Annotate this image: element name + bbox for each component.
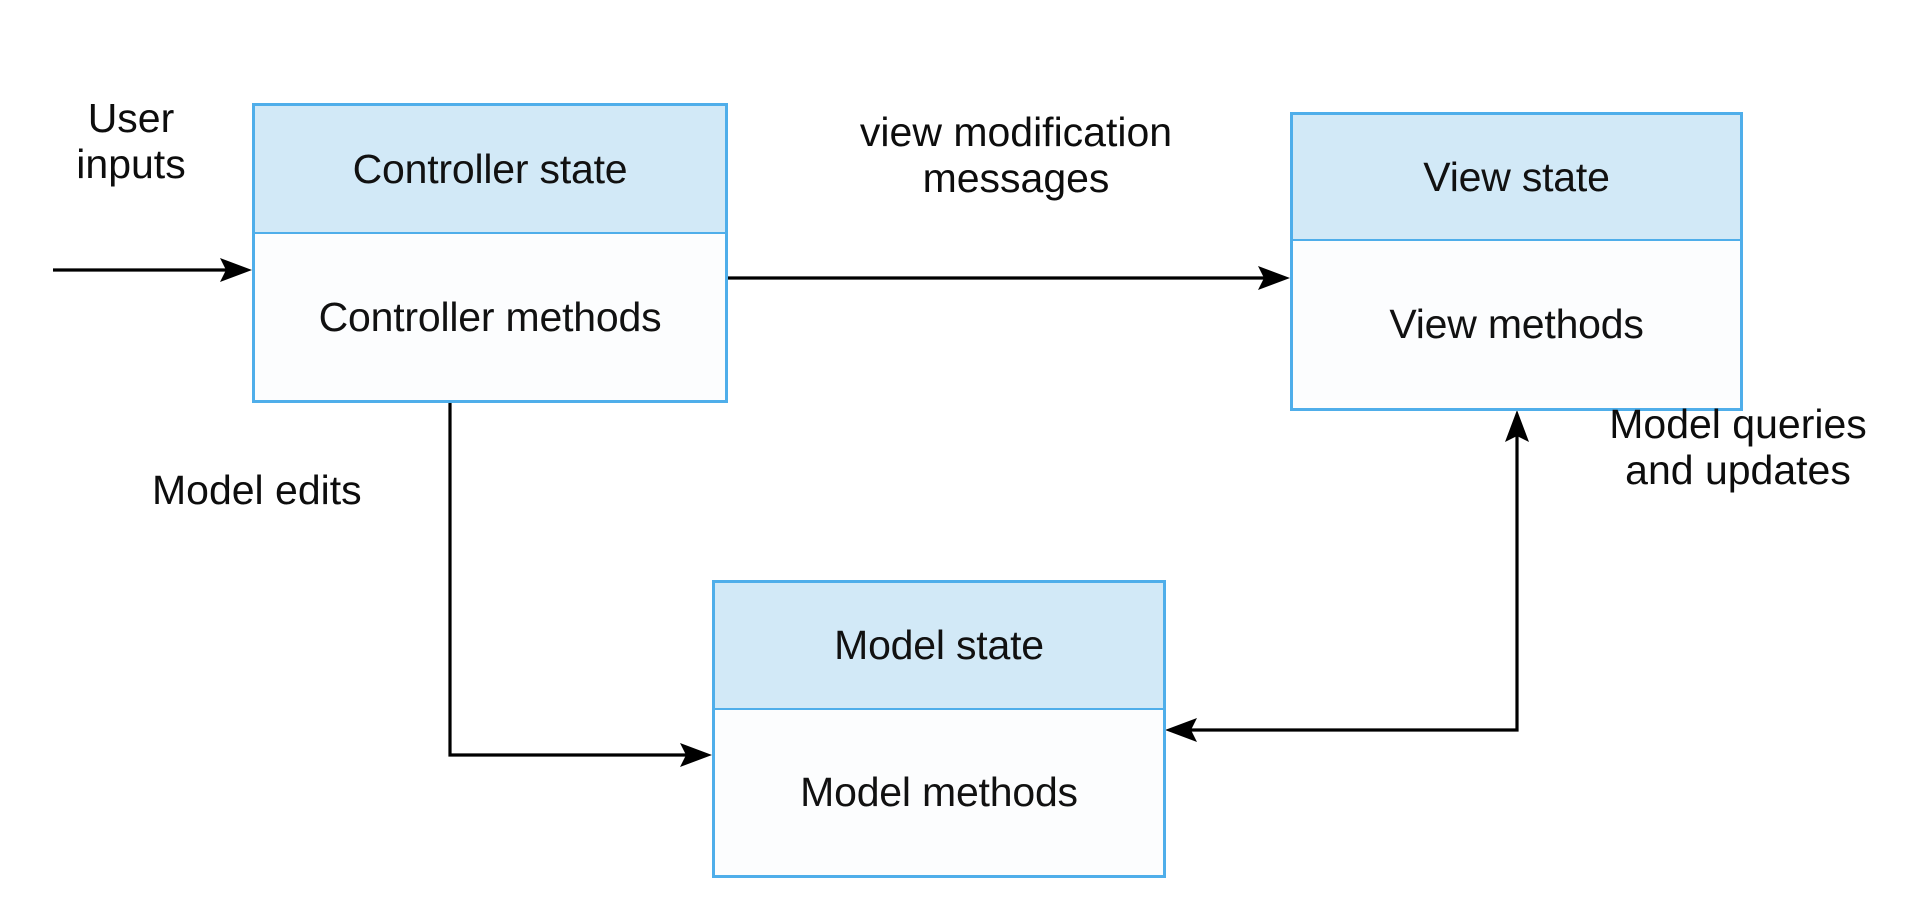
controller-methods-label: Controller methods <box>318 293 662 340</box>
view-state-band: View state <box>1293 115 1740 241</box>
view-methods-label: View methods <box>1389 301 1644 347</box>
edge-label-model-edits: Model edits <box>152 467 362 513</box>
controller-state-band: Controller state <box>255 106 725 234</box>
node-view[interactable]: View state View methods <box>1290 112 1743 411</box>
node-model[interactable]: Model state Model methods <box>712 580 1166 878</box>
edge-label-model-queries-and-updates: Model queries and updates <box>1609 401 1867 493</box>
model-methods-band: Model methods <box>715 710 1163 875</box>
model-state-label: Model state <box>834 622 1044 668</box>
model-state-band: Model state <box>715 583 1163 710</box>
edge-label-view-modification-messages: view modification messages <box>859 109 1173 201</box>
arrow-controller-to-view <box>728 266 1290 290</box>
controller-methods-band: Controller methods <box>255 234 725 400</box>
view-state-label: View state <box>1423 153 1610 200</box>
controller-state-label: Controller state <box>352 145 628 192</box>
node-controller[interactable]: Controller state Controller methods <box>252 103 728 403</box>
view-methods-band: View methods <box>1293 241 1740 408</box>
edge-label-user-inputs: User inputs <box>76 95 186 187</box>
model-methods-label: Model methods <box>800 769 1078 815</box>
arrow-user-to-controller <box>53 258 252 282</box>
arrow-controller-to-model <box>448 403 712 767</box>
arrow-model-view-queries <box>1165 410 1529 742</box>
